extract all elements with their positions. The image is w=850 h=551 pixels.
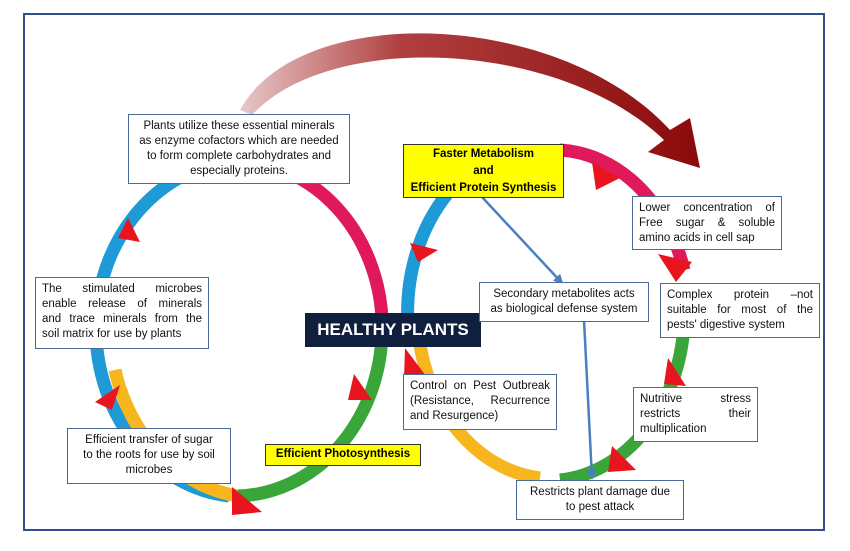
protein-line: pests' digestive system — [667, 319, 785, 331]
minerals-line: Plants utilize these essential minerals — [143, 120, 335, 132]
secondary-metabolites-box: Secondary metabolites acts as biological… — [479, 282, 649, 322]
metabolites-line: Secondary metabolites acts — [493, 288, 635, 300]
sugar-line: microbes — [125, 464, 173, 476]
arrowhead-icon — [658, 254, 692, 282]
pest-control-line: (Resistance, Recurrence — [410, 395, 550, 407]
diagram-frame — [23, 13, 825, 531]
minerals-line: as enzyme cofactors which are needed — [139, 135, 339, 147]
connector-to-plant-damage — [582, 319, 597, 480]
protein-line: Complex protein –not — [667, 289, 813, 301]
microbes-line: soil matrix for use by plants — [42, 328, 182, 340]
metabolism-line: Faster Metabolism — [433, 148, 534, 160]
arrowhead-icon — [348, 374, 372, 400]
arrowhead-icon — [608, 446, 636, 472]
microbes-release-box: The stimulated microbes enable release o… — [35, 277, 209, 349]
right-ring-blue-segment — [401, 188, 454, 326]
faster-metabolism-label: Faster Metabolism and Efficient Protein … — [403, 144, 564, 198]
minerals-utilization-box: Plants utilize these essential minerals … — [128, 114, 350, 184]
arrowhead-icon — [95, 385, 120, 410]
metabolites-line: as biological defense system — [490, 303, 638, 315]
stress-line: Nutritive stress — [640, 393, 751, 405]
left-ring-green-segment — [237, 334, 389, 503]
sugar-line: Efficient transfer of sugar — [85, 434, 213, 446]
arrowhead-icon — [118, 218, 140, 242]
sugar-line: to the roots for use by soil — [83, 449, 215, 461]
metabolism-line: Efficient Protein Synthesis — [410, 182, 557, 194]
stress-line: restricts their — [640, 408, 751, 420]
microbes-line: enable release of minerals — [42, 298, 202, 310]
damage-line: Restricts plant damage due — [530, 486, 670, 498]
lower-concentration-box: Lower concentration of Free sugar & solu… — [632, 196, 782, 250]
microbes-line: and trace minerals from the — [42, 313, 202, 325]
minerals-line: especially proteins. — [190, 165, 288, 177]
sugar-transfer-box: Efficient transfer of sugar to the roots… — [67, 428, 231, 484]
damage-line: to pest attack — [565, 501, 635, 513]
concentration-line: amino acids in cell sap — [639, 232, 755, 244]
arrowhead-icon — [592, 162, 620, 190]
metabolism-line: and — [473, 165, 494, 177]
arrowhead-icon — [664, 358, 686, 386]
microbes-line: The stimulated microbes — [42, 283, 202, 295]
minerals-line: to form complete carbohydrates and — [146, 150, 332, 162]
pest-control-line: and Resurgence) — [410, 410, 499, 422]
concentration-line: Lower concentration of — [639, 202, 775, 214]
right-ring-orange-segment — [413, 343, 541, 485]
left-ring-pink-segment — [237, 154, 389, 319]
efficient-photosynthesis-label: Efficient Photosynthesis — [265, 444, 421, 466]
concentration-line: Free sugar & soluble — [639, 217, 775, 229]
protein-line: suitable for most of the — [667, 304, 813, 316]
stress-line: multiplication — [640, 423, 707, 435]
pest-control-line: Control on Pest Outbreak — [410, 380, 550, 392]
nutritive-stress-box: Nutritive stress restricts their multipl… — [633, 387, 758, 442]
arrowhead-icon — [404, 348, 426, 378]
plant-damage-box: Restricts plant damage due to pest attac… — [516, 480, 684, 520]
complex-protein-box: Complex protein –not suitable for most o… — [660, 283, 820, 338]
red-arrowheads — [95, 162, 692, 515]
arrowhead-icon — [410, 243, 438, 262]
arrowhead-icon — [232, 487, 262, 515]
pest-control-box: Control on Pest Outbreak (Resistance, Re… — [403, 374, 557, 430]
healthy-plants-title: HEALTHY PLANTS — [305, 313, 481, 347]
connector-arrows — [481, 196, 597, 480]
connector-to-secondary-metabolites — [481, 196, 564, 285]
